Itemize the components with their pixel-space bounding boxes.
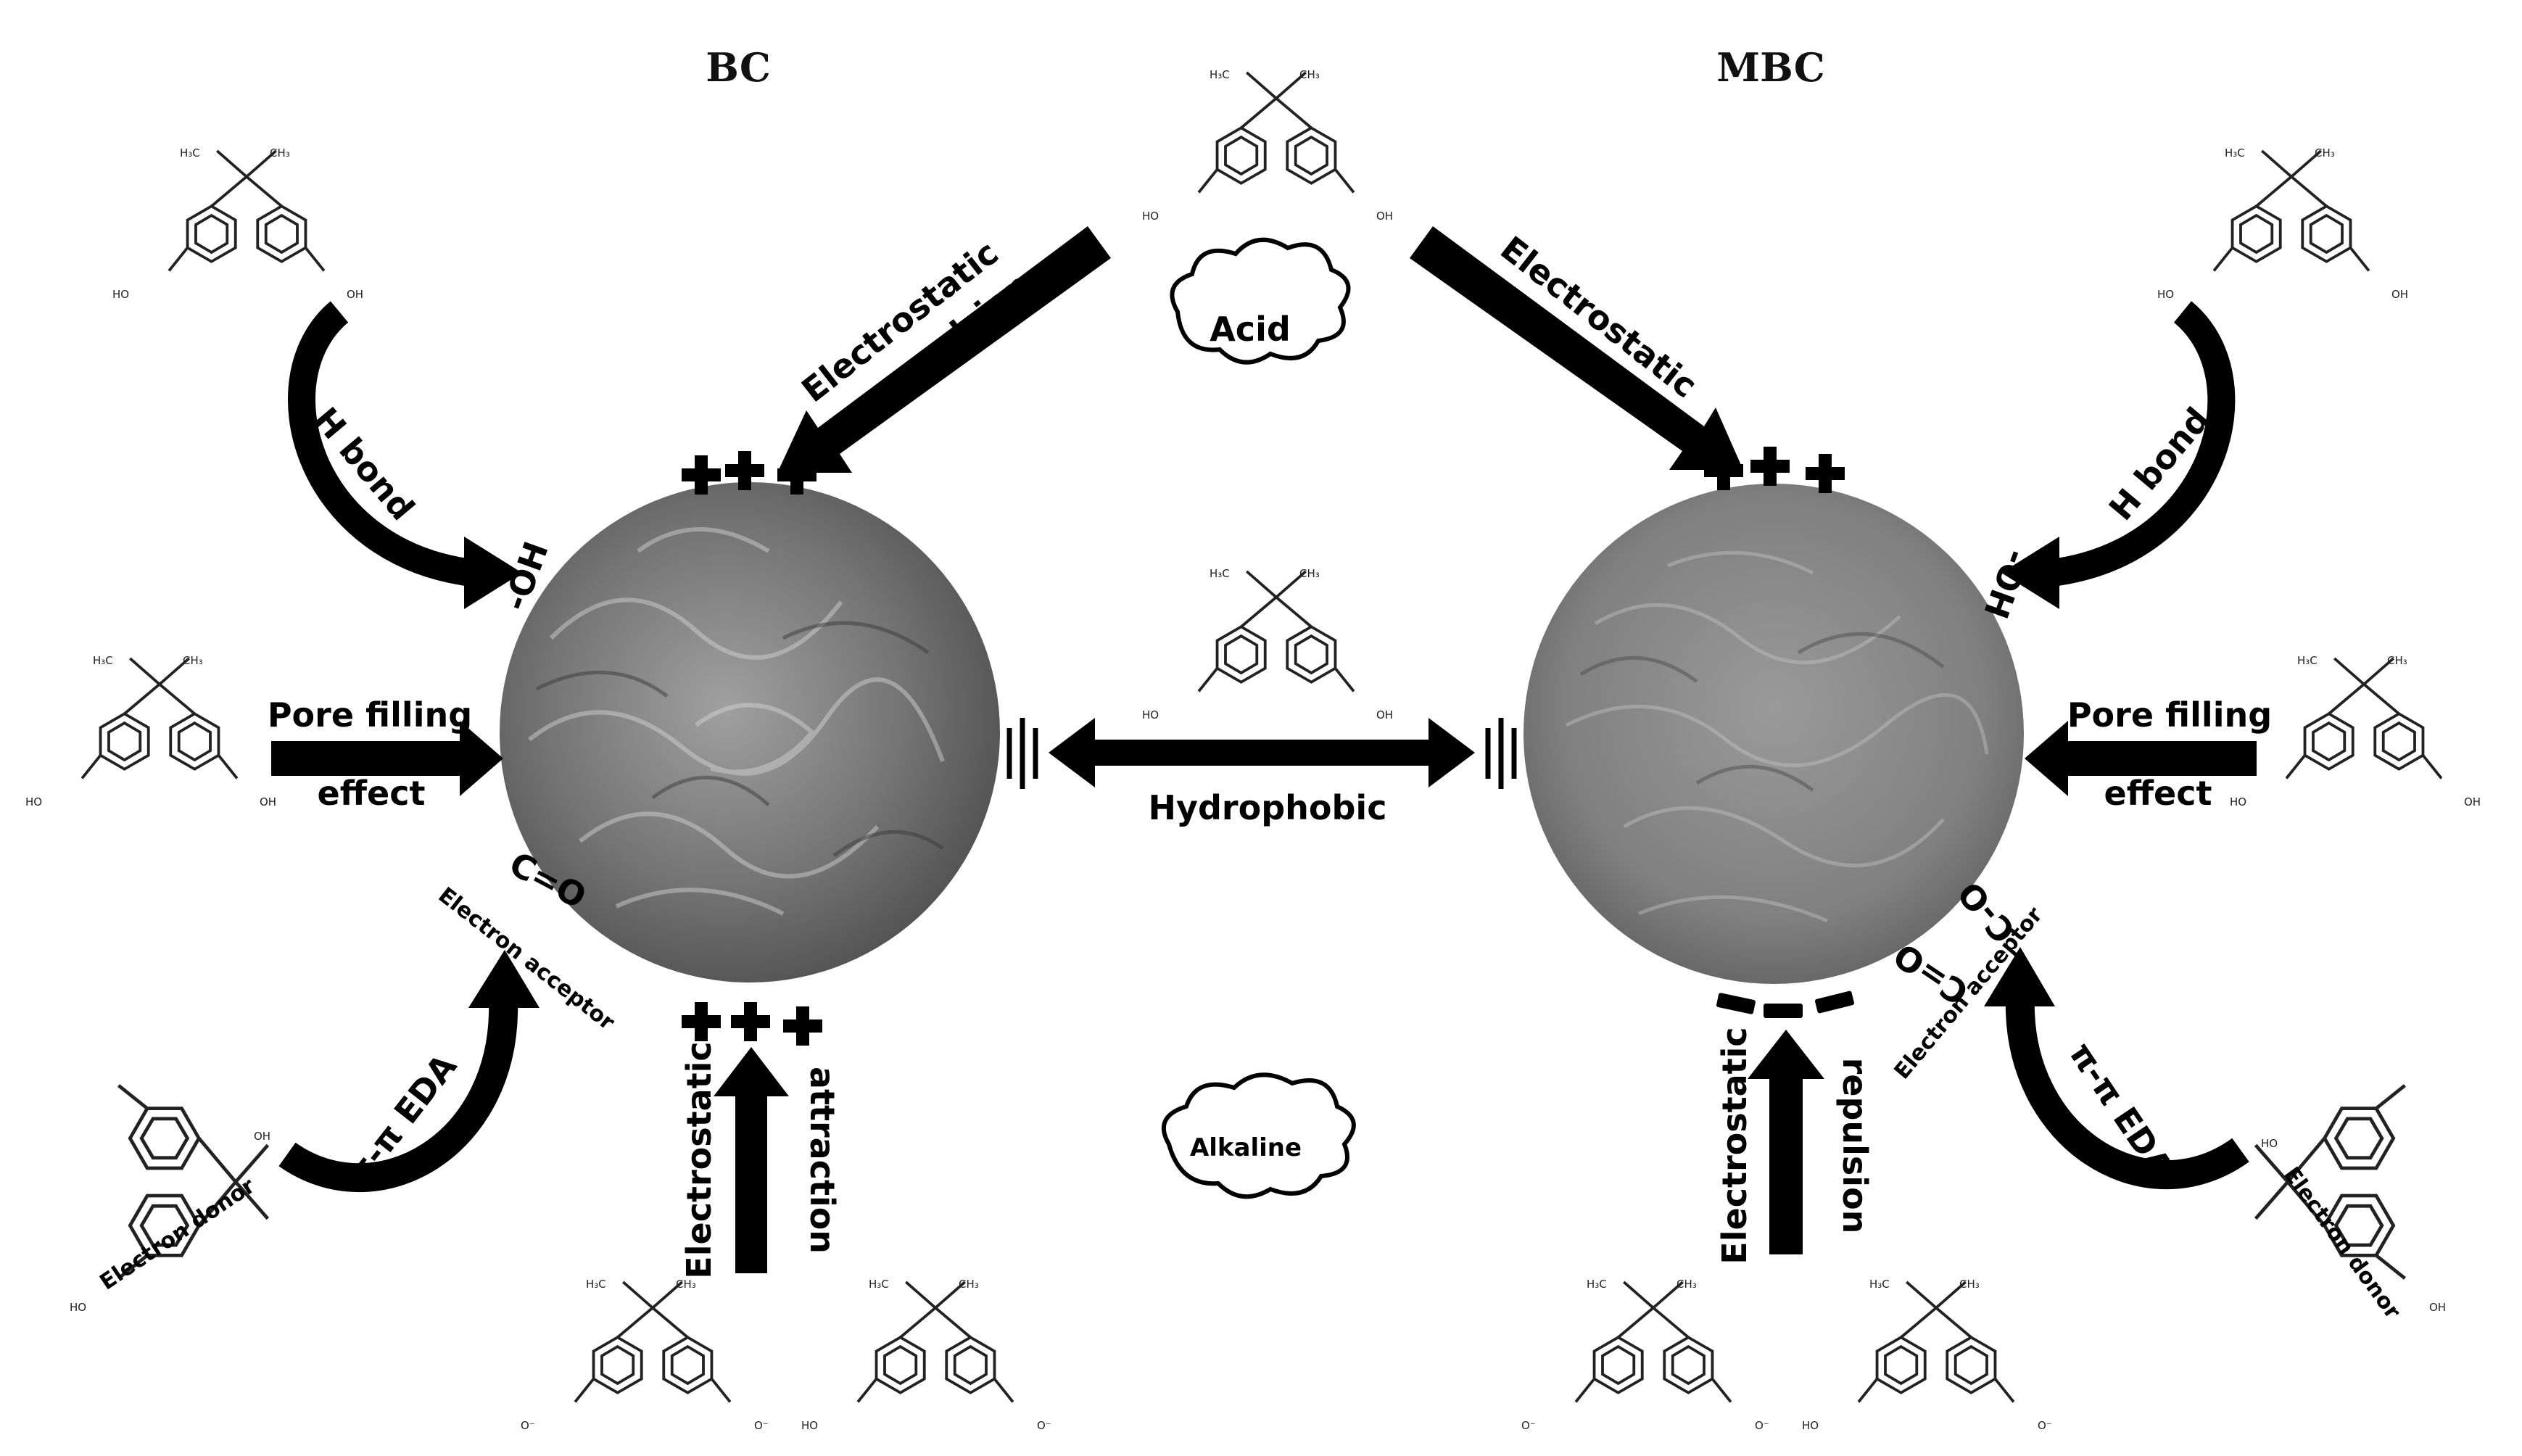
arrow-pore-filling-bc: Pore filling effect <box>268 695 503 813</box>
svg-text:HO: HO <box>25 795 42 808</box>
svg-text:O⁻: O⁻ <box>1521 1419 1536 1432</box>
title-bc: BC <box>706 44 771 91</box>
svg-text:CH₃: CH₃ <box>1299 567 1320 580</box>
bpa-molecule-donor-right: HO OH <box>2256 1085 2446 1314</box>
bpa-molecule-center: H₃C CH₃ HO OH <box>1142 567 1393 721</box>
svg-text:HO: HO <box>2157 288 2174 301</box>
bpa-molecule-mid-right: H₃C CH₃ HO OH <box>2230 654 2481 808</box>
svg-text:O⁻: O⁻ <box>754 1419 769 1432</box>
svg-text:O⁻: O⁻ <box>1037 1419 1051 1432</box>
svg-text:effect: effect <box>318 774 426 813</box>
svg-text:OH: OH <box>1376 210 1393 223</box>
svg-text:-OH: -OH <box>1976 545 2037 624</box>
svg-text:Acid: Acid <box>1210 310 1291 349</box>
arrow-acid-mbc-repulsion: Electrostatic repulsion <box>1410 226 1743 470</box>
svg-text:Electron donor: Electron donor <box>96 1173 260 1296</box>
svg-text:CH₃: CH₃ <box>2315 146 2335 160</box>
bpa-molecule-donor-left: HO OH <box>70 1085 270 1314</box>
bpa-molecule-bottom-3: H₃C CH₃ O⁻ O⁻ <box>1521 1278 1769 1432</box>
svg-text:HO: HO <box>2261 1137 2278 1150</box>
svg-text:HO: HO <box>1142 210 1159 223</box>
bpa-molecule-top-right: H₃C CH₃ HO OH <box>2157 146 2408 301</box>
svg-text:H₃C: H₃C <box>586 1278 606 1291</box>
svg-text:CH₃: CH₃ <box>183 654 203 667</box>
svg-text:Pore filling: Pore filling <box>268 695 472 735</box>
svg-text:O⁻: O⁻ <box>2038 1419 2052 1432</box>
svg-text:CH₃: CH₃ <box>1299 68 1320 81</box>
arrow-electrostatic-attraction-bc: Electrostatic attraction <box>679 1041 842 1278</box>
svg-text:OH: OH <box>2464 795 2481 808</box>
svg-text:HO: HO <box>70 1301 86 1314</box>
svg-text:OH: OH <box>2391 288 2408 301</box>
svg-text:Hydrophobic: Hydrophobic <box>1149 788 1387 827</box>
svg-text:H₃C: H₃C <box>2225 146 2245 160</box>
svg-text:H₃C: H₃C <box>93 654 113 667</box>
svg-text:Electrostatic: Electrostatic <box>1715 1027 1754 1264</box>
arrow-hydrophobic: Hydrophobic <box>1006 718 1517 827</box>
svg-text:effect: effect <box>2104 774 2212 813</box>
svg-text:HO: HO <box>2230 795 2246 808</box>
alkaline-cloud: Alkaline <box>1161 1072 1356 1199</box>
bc-positive-charges-top <box>682 451 816 495</box>
svg-text:CH₃: CH₃ <box>676 1278 696 1291</box>
title-mbc: MBC <box>1716 44 1824 91</box>
arrow-acid-bc-repulsion: Electrostatic repulsion <box>777 226 1111 473</box>
svg-text:repulsion: repulsion <box>1835 1058 1874 1234</box>
svg-text:OH: OH <box>254 1130 270 1143</box>
svg-text:OH: OH <box>2429 1301 2446 1314</box>
svg-text:OH: OH <box>260 795 276 808</box>
arrow-h-bond-bc: H bond -OH <box>288 301 556 616</box>
svg-text:CH₃: CH₃ <box>270 146 290 160</box>
svg-text:H₃C: H₃C <box>1869 1278 1890 1291</box>
svg-text:OH: OH <box>347 288 363 301</box>
mbc-positive-charges-top <box>1704 447 1845 493</box>
acid-cloud: Acid <box>1170 237 1351 365</box>
arrow-pore-filling-mbc: Pore filling effect <box>2025 695 2272 813</box>
arrow-pi-eda-mbc: π-π EDA C=O C-O Electron acceptor Electr… <box>1887 874 2405 1323</box>
svg-text:CH₃: CH₃ <box>2387 654 2407 667</box>
svg-text:Electron donor: Electron donor <box>2278 1162 2405 1323</box>
bpa-molecule-mid-left: H₃C CH₃ HO OH <box>25 654 276 808</box>
bc-positive-charges-bottom <box>682 1002 822 1046</box>
arrow-pi-eda-bc: π-π EDA C=O Electron acceptor Electron d… <box>96 844 620 1295</box>
bpa-molecule-top-center: H₃C CH₃ HO OH <box>1142 68 1393 223</box>
svg-text:H₃C: H₃C <box>2297 654 2318 667</box>
bpa-molecule-bottom-1: H₃C CH₃ O⁻ O⁻ <box>521 1278 769 1432</box>
svg-text:HO: HO <box>801 1419 818 1432</box>
svg-text:Pore filling: Pore filling <box>2067 695 2272 735</box>
svg-text:H₃C: H₃C <box>1210 68 1230 81</box>
svg-text:attraction: attraction <box>803 1067 842 1254</box>
svg-text:HO: HO <box>1802 1419 1819 1432</box>
svg-text:OH: OH <box>1376 708 1393 721</box>
bpa-molecule-bottom-4: H₃C CH₃ HO O⁻ <box>1802 1278 2052 1432</box>
mbc-sem-sphere <box>1523 484 2024 984</box>
svg-text:CH₃: CH₃ <box>1959 1278 1980 1291</box>
svg-text:H₃C: H₃C <box>869 1278 889 1291</box>
svg-text:CH₃: CH₃ <box>959 1278 979 1291</box>
svg-text:CH₃: CH₃ <box>1676 1278 1697 1291</box>
svg-text:HO: HO <box>112 288 129 301</box>
bc-sem-sphere <box>500 482 1000 983</box>
svg-text:O⁻: O⁻ <box>521 1419 535 1432</box>
svg-text:Electrostatic: Electrostatic <box>679 1041 719 1278</box>
svg-text:HO: HO <box>1142 708 1159 721</box>
bpa-molecule-top-left: H₃C CH₃ HO OH <box>112 146 363 301</box>
svg-text:Alkaline: Alkaline <box>1190 1133 1302 1162</box>
svg-text:O⁻: O⁻ <box>1755 1419 1769 1432</box>
arrow-h-bond-mbc: H bond -OH <box>1976 301 2236 624</box>
svg-text:H₃C: H₃C <box>1210 567 1230 580</box>
bpa-molecule-bottom-2: H₃C CH₃ HO O⁻ <box>801 1278 1051 1432</box>
arrow-electrostatic-repulsion-mbc: Electrostatic repulsion <box>1715 1027 1874 1264</box>
mbc-negative-charges-bottom <box>1716 990 1855 1018</box>
svg-text:H₃C: H₃C <box>180 146 200 160</box>
svg-text:H₃C: H₃C <box>1587 1278 1607 1291</box>
